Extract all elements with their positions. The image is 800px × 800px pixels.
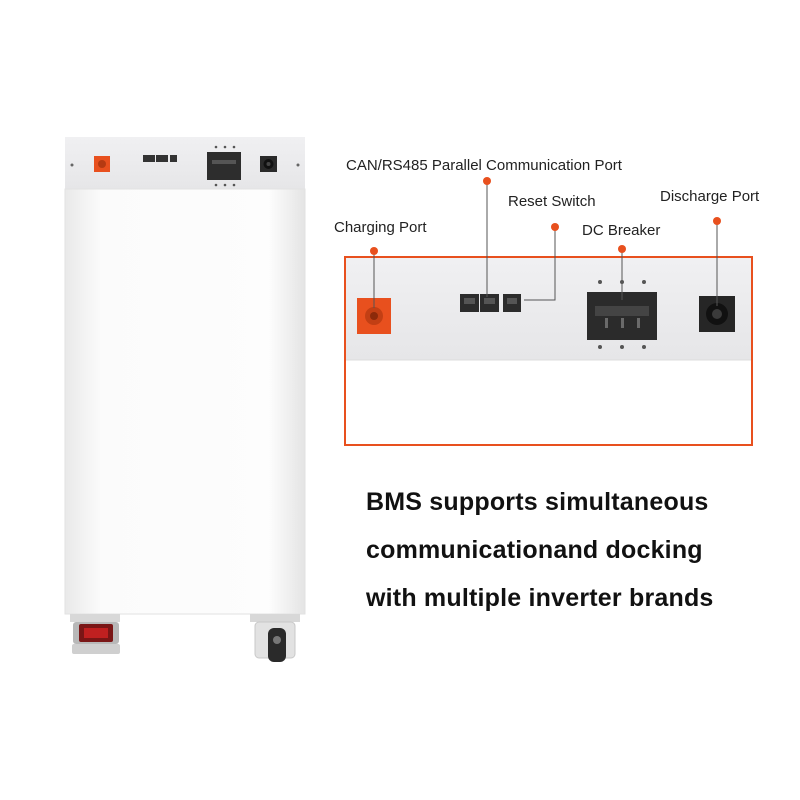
- panel-screw: [296, 163, 300, 167]
- callout-dot-reset: [551, 223, 559, 231]
- label-charging-port: Charging Port: [334, 219, 427, 236]
- label-reset-switch: Reset Switch: [508, 193, 596, 210]
- zoomed-panel: [344, 177, 753, 446]
- callout-dot-can: [483, 177, 491, 185]
- left-caster-wheel: [70, 614, 120, 654]
- label-dc-breaker: DC Breaker: [582, 222, 661, 239]
- callout-dot-charging: [370, 247, 378, 255]
- panel-screw: [70, 163, 74, 167]
- mini-discharge-port-icon: [260, 156, 277, 172]
- mini-dc-breaker-icon: [207, 145, 241, 187]
- headline-line-3: with multiple inverter brands: [366, 584, 714, 612]
- mini-charging-port-icon: [94, 156, 110, 172]
- reset-switch-icon: [503, 294, 521, 312]
- battery-cabinet: [64, 137, 306, 662]
- headline-line-1: BMS supports simultaneous: [366, 488, 709, 516]
- right-caster-wheel: [250, 614, 300, 662]
- label-discharge-port: Discharge Port: [660, 188, 760, 205]
- callout-dots: [370, 177, 721, 255]
- can-rs485-ports-icon: [460, 294, 499, 312]
- cabinet-body: [64, 188, 306, 615]
- mini-comm-ports-icon: [143, 155, 177, 162]
- headline-line-2: communicationand docking: [366, 536, 703, 564]
- label-can-rs485-port: CAN/RS485 Parallel Communication Port: [346, 157, 622, 174]
- zoom-panel-face: [346, 258, 751, 360]
- callout-lines: [373, 181, 718, 308]
- callout-dot-breaker: [618, 245, 626, 253]
- callout-line-reset: [524, 227, 556, 301]
- callout-dot-discharge: [713, 217, 721, 225]
- charging-port-icon: [357, 298, 391, 334]
- feature-headline: BMS supports simultaneous communicationa…: [366, 478, 786, 622]
